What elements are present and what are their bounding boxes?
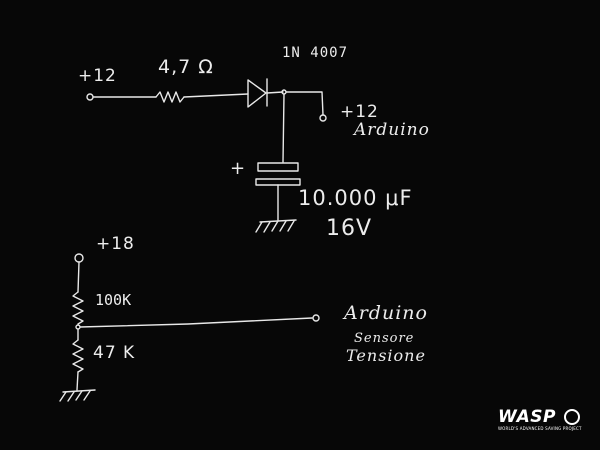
top-cap-wire xyxy=(282,93,285,163)
bottom-resistor-bottom-label: 47 K xyxy=(93,343,136,363)
top-output-terminal xyxy=(319,114,327,122)
bottom-resistor-100k xyxy=(72,291,84,325)
top-capacitor-value: 10.000 μF xyxy=(298,186,413,210)
top-diode-body xyxy=(247,79,267,108)
top-input-label: +12 xyxy=(78,66,117,86)
bottom-input-label: +18 xyxy=(96,234,135,254)
bottom-ground-bar xyxy=(62,389,96,393)
top-ground-hatch xyxy=(255,220,295,233)
bottom-sensor-wire xyxy=(79,317,313,328)
top-capacitor-plate-positive xyxy=(257,162,299,172)
top-diode-label: 1N 4007 xyxy=(282,45,349,61)
bottom-resistor-47k xyxy=(72,339,84,373)
top-output-label: +12 xyxy=(340,102,379,122)
logo-ball-icon xyxy=(564,409,580,425)
top-capacitor-plate-negative xyxy=(255,178,301,186)
bottom-output-target: Arduino xyxy=(344,302,428,324)
wasp-logo: WASP WORLD'S ADVANCED SAVING PROJECT xyxy=(498,407,582,435)
top-output-target: Arduino xyxy=(354,120,430,140)
bottom-output-line1: Sensore xyxy=(354,331,415,346)
top-capacitor-polarity: + xyxy=(230,158,247,179)
top-diode-junction-wire xyxy=(266,91,284,94)
logo-tagline: WORLD'S ADVANCED SAVING PROJECT xyxy=(498,426,582,431)
top-resistor-label: 4,7 Ω xyxy=(158,56,214,78)
logo-wordmark: WASP xyxy=(498,407,557,427)
bottom-sensor-terminal xyxy=(312,314,320,322)
top-input-terminal xyxy=(86,93,94,101)
top-capacitor-voltage: 16V xyxy=(326,216,373,241)
top-output-wire xyxy=(285,91,324,116)
bottom-input-terminal xyxy=(74,253,84,263)
bottom-resistor-top-label: 100K xyxy=(95,291,132,309)
bottom-output-line2: Tensione xyxy=(346,346,426,365)
top-resistor-diode-wire xyxy=(183,93,249,98)
bottom-ground-wire xyxy=(76,371,79,391)
top-resistor xyxy=(155,91,185,103)
bottom-input-wire xyxy=(77,261,80,293)
bottom-ground-hatch xyxy=(59,390,91,402)
